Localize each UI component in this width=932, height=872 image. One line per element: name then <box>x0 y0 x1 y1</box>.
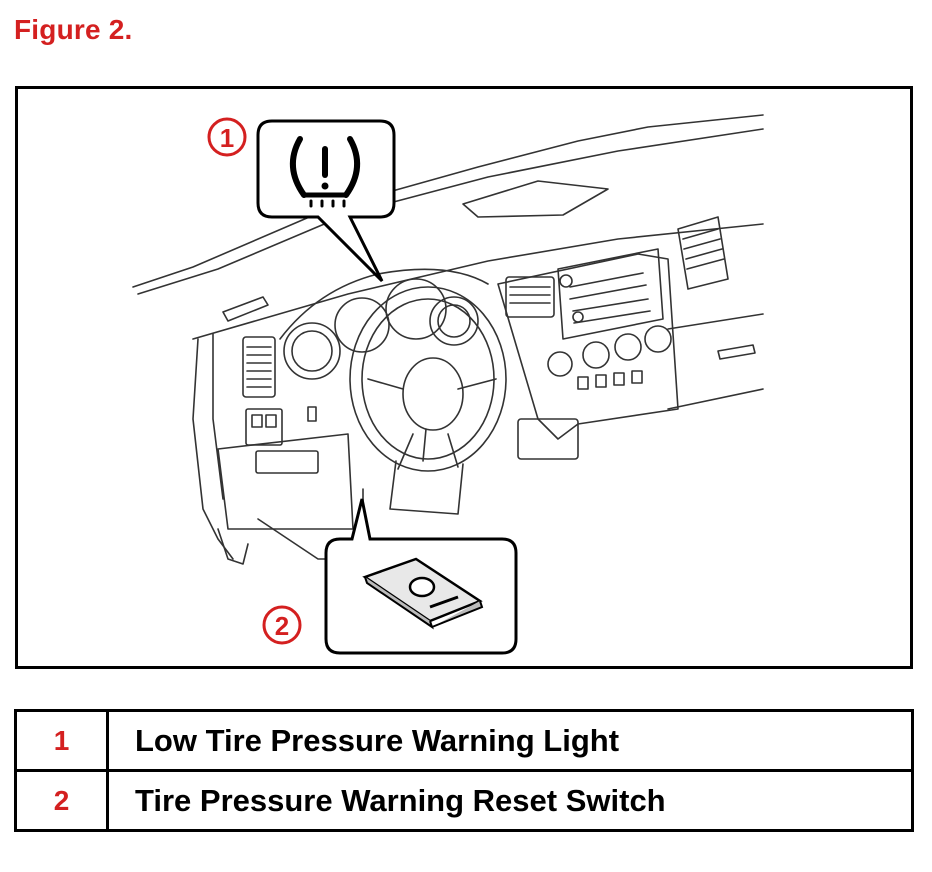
steering-wheel-hub <box>402 357 464 431</box>
steering-wheel-outer <box>349 286 507 472</box>
tire-pressure-warning-icon <box>290 136 360 208</box>
legend-row: 2 Tire Pressure Warning Reset Switch <box>14 769 914 832</box>
dashboard-illustration: 1 2 <box>132 114 764 655</box>
steering-column <box>389 460 464 515</box>
figure-frame: 1 2 <box>15 86 913 669</box>
legend-number: 1 <box>14 709 109 772</box>
lower-left-panel <box>217 433 354 530</box>
radio-panel <box>557 248 664 340</box>
pedal-area <box>217 528 249 565</box>
left-air-vent <box>242 336 276 398</box>
glovebox-handle <box>717 344 756 360</box>
right-air-vent <box>677 216 729 290</box>
svg-text:2: 2 <box>275 611 289 641</box>
gauge-center-left <box>334 297 390 353</box>
svg-text:1: 1 <box>220 123 234 153</box>
legend-table: 1 Low Tire Pressure Warning Light 2 Tire… <box>14 709 914 832</box>
steering-wheel-inner <box>361 298 495 460</box>
gauge-center-right <box>385 278 447 340</box>
hvac-knob-center-left <box>582 341 610 369</box>
right-dash-edge <box>667 388 764 410</box>
reset-switch-icon <box>362 557 484 630</box>
gauge-left <box>283 322 341 380</box>
legend-label: Tire Pressure Warning Reset Switch <box>106 769 914 832</box>
dashboard-lower-edge <box>192 223 764 340</box>
hvac-knob-right <box>644 325 672 353</box>
center-vent <box>505 276 555 318</box>
defroster-vent-left <box>222 296 269 322</box>
glovebox-top-vent <box>462 180 609 218</box>
legend-label: Low Tire Pressure Warning Light <box>106 709 914 772</box>
callout-1-badge: 1 <box>207 117 247 157</box>
callout-2-badge: 2 <box>262 605 302 645</box>
legend-number: 2 <box>14 769 109 832</box>
center-console-tray <box>517 418 579 460</box>
dashboard-upper-ridge <box>137 128 764 295</box>
left-switch-panel <box>245 408 283 446</box>
center-stack <box>497 253 679 440</box>
hvac-knob-left <box>547 351 573 377</box>
legend-row: 1 Low Tire Pressure Warning Light <box>14 709 914 772</box>
right-dash-lower <box>667 313 764 330</box>
gauge-right <box>429 296 479 346</box>
dashboard-top-edge <box>132 114 764 288</box>
hvac-knob-center-right <box>614 333 642 361</box>
figure-title: Figure 2. <box>14 14 133 45</box>
callout-1-warning-light <box>256 119 396 283</box>
